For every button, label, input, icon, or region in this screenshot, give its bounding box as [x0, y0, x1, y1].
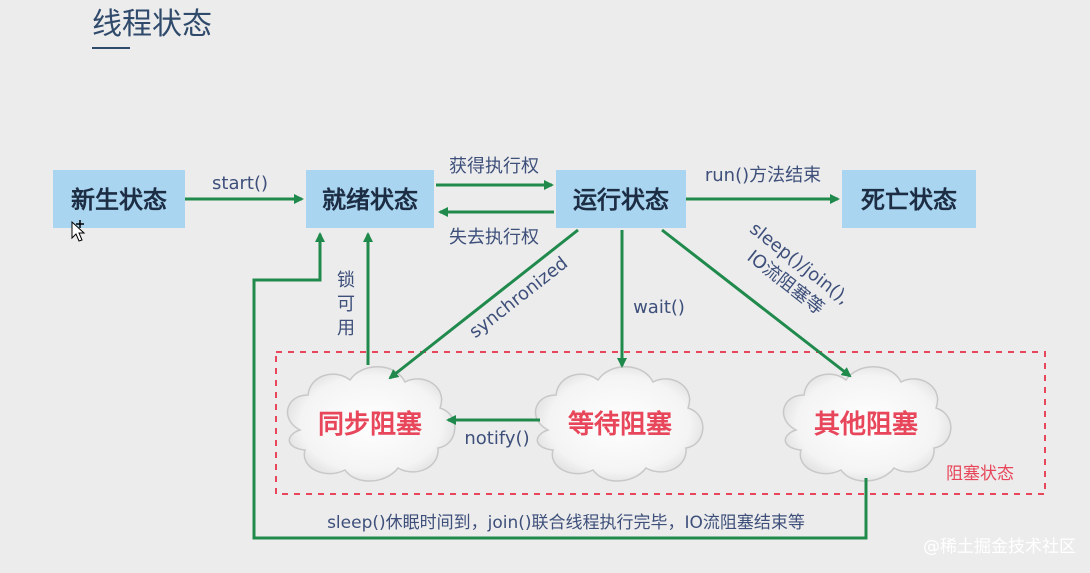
edge-return-arrow — [252, 232, 868, 540]
cloud-wait-label: 等待阻塞 — [568, 409, 672, 440]
state-new-box — [53, 170, 185, 228]
cloud-sync-blocked: 同步阻塞 — [286, 366, 456, 482]
page-title: 线程状态 — [92, 7, 212, 42]
state-dead-label: 死亡状态 — [861, 186, 957, 214]
edge-synchronized-label: synchronized — [465, 253, 572, 343]
cloud-wait-shape — [534, 366, 704, 482]
edge-lock-char-2: 可 — [337, 294, 355, 315]
state-ready-label: 就绪状态 — [322, 186, 418, 214]
cursor-move-icon — [71, 220, 86, 242]
edge-lock-label: 锁 可 用 — [337, 270, 355, 339]
state-new-label: 新生状态 — [71, 186, 167, 214]
state-running-box — [556, 170, 686, 228]
edge-return-label: sleep()休眠时间到，join()联合线程执行完毕，IO流阻塞结束等 — [327, 513, 805, 533]
state-new: 新生状态 — [53, 170, 185, 228]
state-dead: 死亡状态 — [842, 170, 976, 228]
edge-synchronized-arrow — [388, 228, 579, 380]
state-running: 运行状态 — [556, 170, 686, 228]
edge-notify-label: notify() — [464, 428, 529, 449]
blocked-region — [275, 351, 1046, 495]
cloud-sync-label: 同步阻塞 — [318, 409, 422, 440]
cloud-sync-shape — [286, 366, 456, 482]
edge-sleep-join-arrow — [661, 228, 852, 378]
cloud-other-label: 其他阻塞 — [814, 409, 918, 440]
edge-lose-label: 失去执行权 — [449, 227, 539, 248]
edge-start-label: start() — [212, 173, 268, 194]
state-running-label: 运行状态 — [573, 186, 669, 214]
state-ready-box — [306, 170, 434, 228]
edge-obtain-label: 获得执行权 — [449, 156, 539, 177]
state-dead-box — [842, 170, 976, 228]
state-ready: 就绪状态 — [306, 170, 434, 228]
cloud-other-shape — [782, 366, 952, 482]
cloud-other-blocked: 其他阻塞 — [782, 366, 952, 482]
edge-wait-label: wait() — [633, 297, 685, 318]
cloud-wait-blocked: 等待阻塞 — [534, 366, 704, 482]
edge-run-end-label: run()方法结束 — [705, 165, 821, 186]
edge-lock-char-3: 用 — [337, 318, 355, 339]
blocked-region-label: 阻塞状态 — [946, 464, 1014, 484]
edge-lock-char-1: 锁 — [337, 270, 355, 291]
watermark: @稀土掘金技术社区 — [923, 537, 1076, 557]
